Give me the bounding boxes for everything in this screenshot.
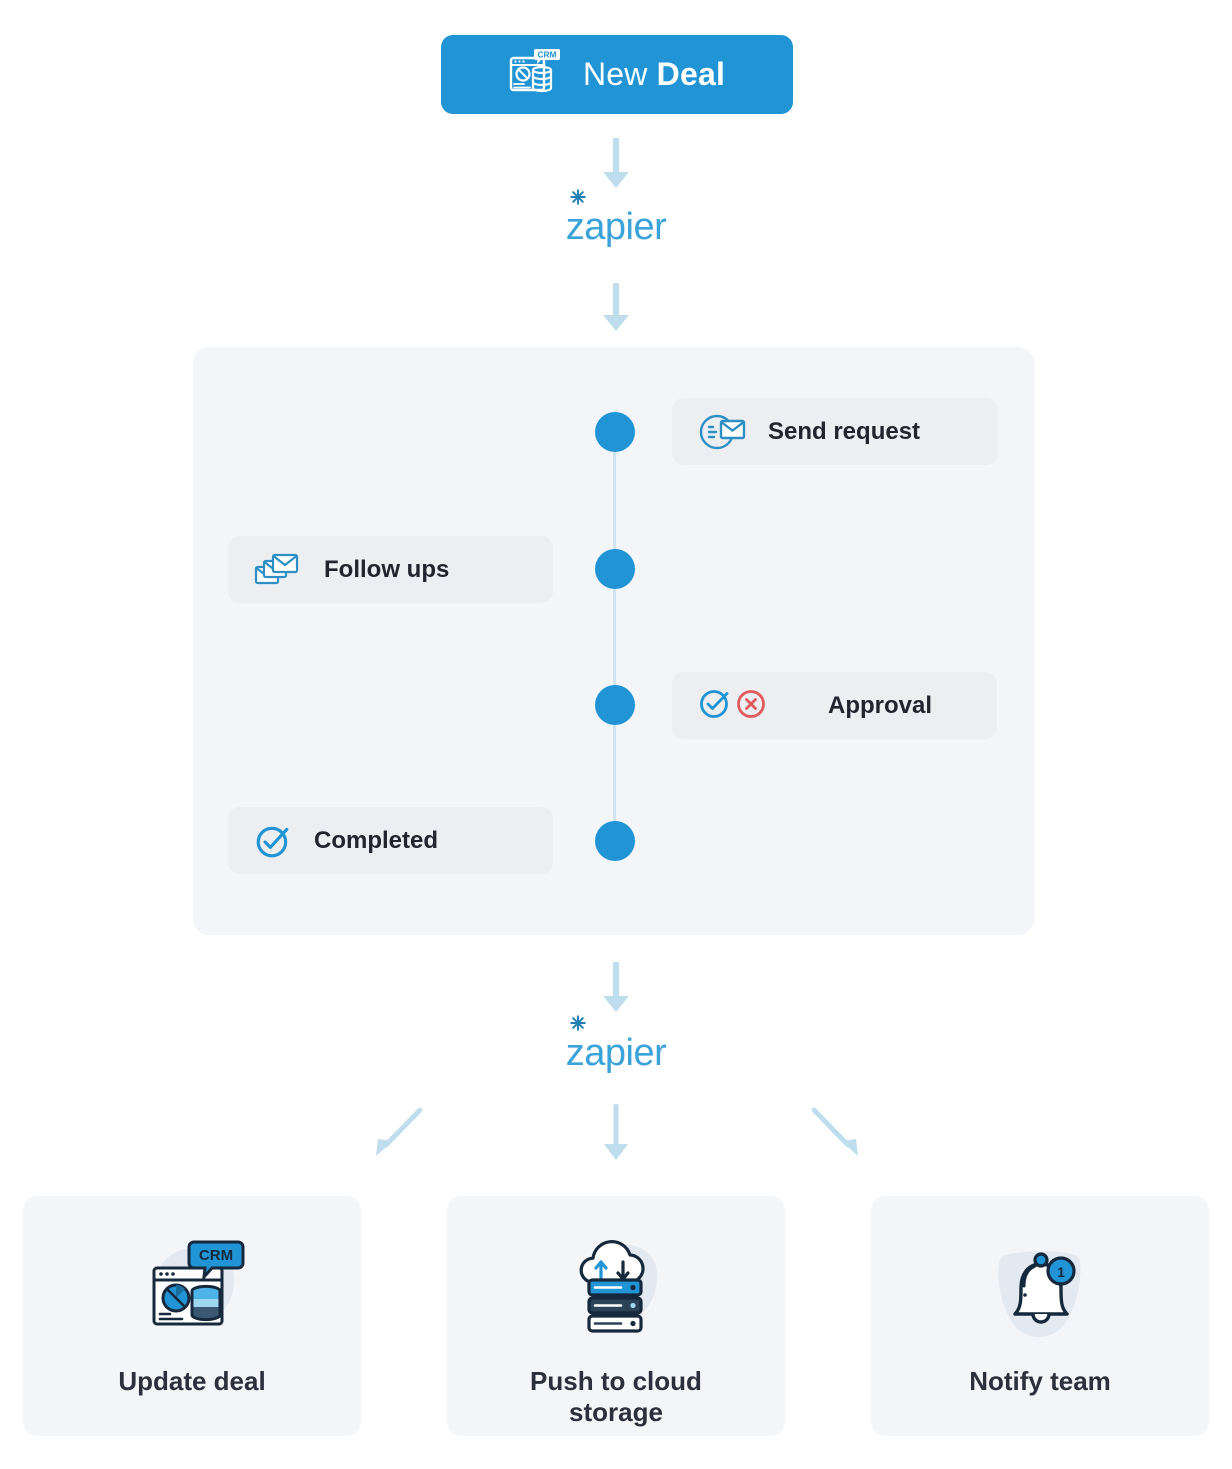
x-circle-icon bbox=[734, 686, 768, 725]
cloud-server-sync-illustration bbox=[551, 1234, 681, 1344]
step-chip-follow-ups[interactable]: Follow ups bbox=[228, 536, 553, 603]
output-card-update-deal[interactable]: CRM Update deal bbox=[23, 1196, 361, 1436]
timeline-dot-follow-ups[interactable] bbox=[595, 549, 635, 589]
output-card-push-to-cloud-storage[interactable]: Push to cloud storage bbox=[447, 1196, 785, 1436]
step-label: Approval bbox=[828, 691, 933, 719]
trigger-label-light: New bbox=[582, 56, 648, 92]
timeline-dot-completed[interactable] bbox=[595, 821, 635, 861]
output-label: Push to cloud storage bbox=[530, 1366, 702, 1428]
bell-notification-illustration: 1 bbox=[975, 1234, 1105, 1344]
zapier-wordmark: zapier bbox=[565, 1032, 667, 1074]
new-deal-trigger-button[interactable]: CRM New Deal bbox=[441, 35, 793, 114]
crm-badge-text: CRM bbox=[199, 1247, 233, 1264]
envelope-request-icon bbox=[698, 411, 746, 453]
arrow-down-left-icon bbox=[368, 1104, 428, 1169]
svg-text:CRM: CRM bbox=[537, 50, 556, 60]
timeline-dot-approval[interactable] bbox=[595, 685, 635, 725]
arrow-down-icon bbox=[597, 961, 635, 1019]
timeline-dot-send-request[interactable] bbox=[595, 412, 635, 452]
step-chip-completed[interactable]: Completed bbox=[228, 807, 553, 874]
check-circle-icon bbox=[698, 686, 732, 725]
output-label: Notify team bbox=[969, 1366, 1111, 1396]
trigger-label-bold: Deal bbox=[656, 56, 726, 92]
trigger-label: New Deal bbox=[583, 56, 725, 93]
notification-badge-count: 1 bbox=[1057, 1264, 1065, 1280]
arrow-down-icon bbox=[597, 1103, 635, 1167]
zapier-wordmark: zapier bbox=[565, 206, 667, 248]
crm-dashboard-icon: CRM bbox=[509, 48, 561, 101]
asterisk-spark-icon bbox=[570, 1015, 586, 1031]
zapier-logo-bottom: zapier bbox=[516, 1015, 716, 1074]
output-label: Update deal bbox=[118, 1366, 266, 1396]
zapier-logo-top: zapier bbox=[516, 189, 716, 248]
step-label: Completed bbox=[314, 826, 439, 854]
arrow-down-right-icon bbox=[806, 1104, 866, 1169]
step-chip-approval[interactable]: Approval bbox=[672, 672, 997, 739]
arrow-down-icon bbox=[597, 282, 635, 338]
timeline-track bbox=[613, 430, 616, 845]
output-card-notify-team[interactable]: 1 Notify team bbox=[871, 1196, 1209, 1436]
asterisk-spark-icon bbox=[570, 189, 586, 205]
arrow-down-icon bbox=[597, 137, 635, 195]
crm-dashboard-illustration: CRM bbox=[127, 1234, 257, 1344]
step-label: Send request bbox=[768, 417, 921, 445]
step-chip-send-request[interactable]: Send request bbox=[672, 398, 998, 465]
step-label: Follow ups bbox=[324, 555, 450, 583]
stacked-envelopes-icon bbox=[254, 549, 302, 591]
check-circle-icon bbox=[254, 822, 292, 860]
